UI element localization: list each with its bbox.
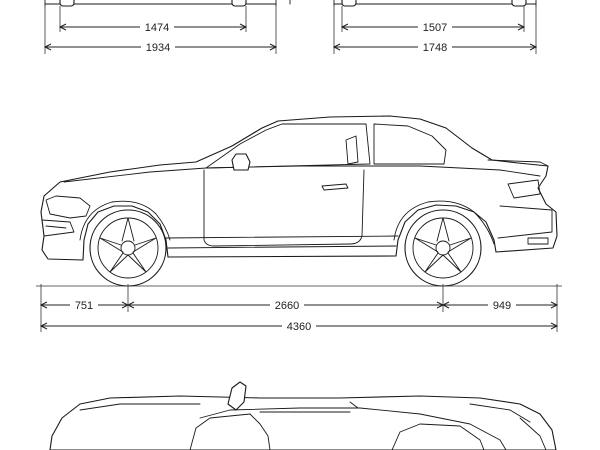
side-view — [36, 115, 562, 287]
rear-view: 1507 1748 — [332, 0, 538, 54]
rear-wheel — [404, 209, 482, 287]
front-overhang-label: 751 — [75, 300, 93, 312]
front-wheel — [89, 209, 167, 287]
wheelbase-label: 2660 — [275, 300, 299, 312]
rear-overhang-label: 949 — [493, 300, 511, 312]
rear-width-label: 1748 — [423, 42, 447, 54]
top-view — [49, 381, 557, 450]
front-view: 1474 1934 — [43, 0, 278, 54]
length-dimensions: 751 2660 949 4360 — [39, 284, 559, 333]
front-width-label: 1934 — [146, 42, 170, 54]
rear-track-label: 1507 — [423, 22, 447, 34]
overall-length-label: 4360 — [287, 321, 311, 333]
front-track-label: 1474 — [145, 22, 169, 34]
